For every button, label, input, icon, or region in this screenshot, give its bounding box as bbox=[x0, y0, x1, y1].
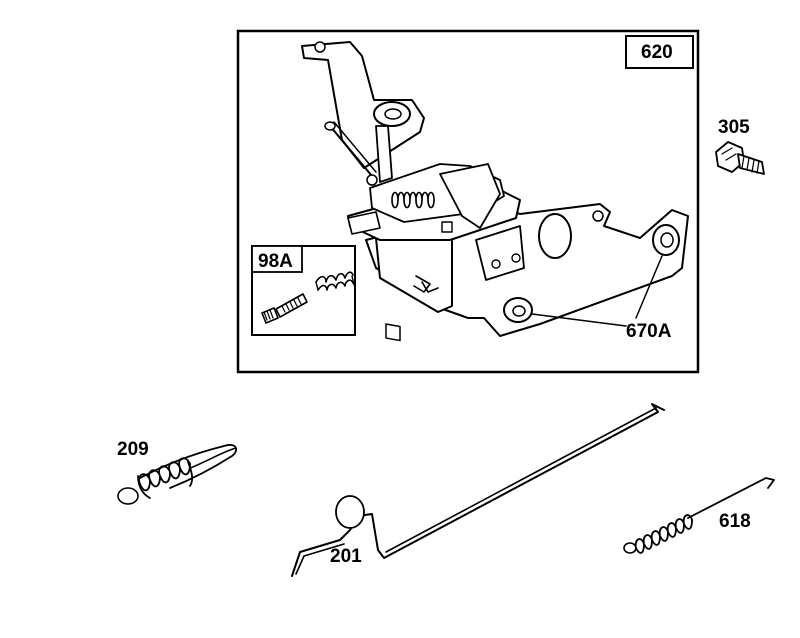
label-618: 618 bbox=[719, 511, 751, 532]
small-spring-part bbox=[315, 271, 355, 291]
label-620: 620 bbox=[641, 42, 673, 63]
extension-spring-part bbox=[623, 477, 775, 554]
label-201: 201 bbox=[330, 546, 362, 567]
label-98a: 98A bbox=[258, 251, 293, 272]
screw-kit-inset bbox=[251, 245, 356, 336]
main-assembly-frame bbox=[236, 29, 700, 374]
governor-spring-part bbox=[117, 444, 238, 505]
control-bracket-assembly bbox=[301, 41, 689, 342]
label-305: 305 bbox=[718, 117, 750, 138]
bushing-leader-lines bbox=[531, 255, 663, 327]
label-670a: 670A bbox=[626, 321, 672, 342]
label-209: 209 bbox=[117, 439, 149, 460]
bolt-part bbox=[715, 141, 765, 175]
screw-part bbox=[261, 293, 308, 324]
link-rod-part bbox=[291, 403, 665, 577]
